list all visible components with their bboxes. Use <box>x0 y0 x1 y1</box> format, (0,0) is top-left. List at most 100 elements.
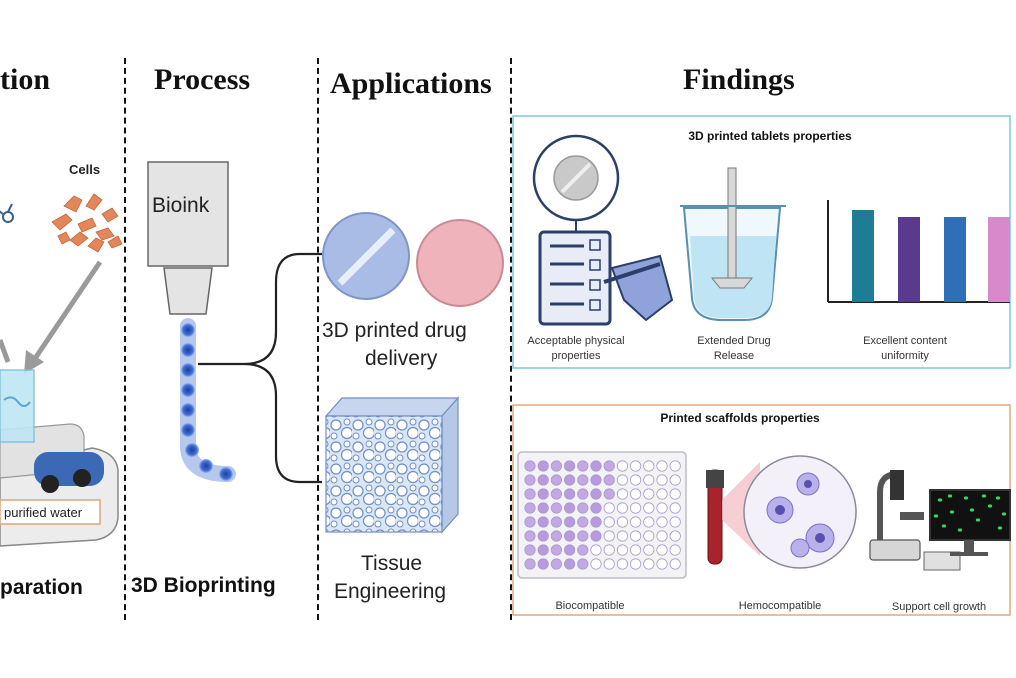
finding-uniformity-line1: Excellent content <box>863 335 947 347</box>
well <box>669 544 681 556</box>
header-process: Process <box>154 63 251 96</box>
well <box>603 502 615 514</box>
well <box>563 530 576 542</box>
well <box>669 474 681 486</box>
well <box>563 502 576 514</box>
well <box>577 474 589 486</box>
well <box>616 474 629 486</box>
well <box>563 516 576 528</box>
fluorescent-cell <box>969 508 975 512</box>
divider-1 <box>124 58 126 620</box>
well <box>537 502 549 514</box>
well <box>656 516 668 528</box>
well <box>590 558 602 570</box>
well <box>643 558 655 570</box>
finding-release-line1: Extended Drug <box>697 335 771 347</box>
fluorescent-cell <box>933 514 939 518</box>
finding-biocompatible: Biocompatible <box>555 600 625 612</box>
well <box>590 502 602 514</box>
fluorescent-cell <box>947 494 953 498</box>
drug-delivery-label-2: delivery <box>365 347 438 370</box>
header-applications: Applications <box>330 67 492 100</box>
well <box>643 530 655 542</box>
well <box>629 530 642 542</box>
fluorescent-cell <box>981 494 987 498</box>
water-label: purified water <box>4 505 83 520</box>
well <box>537 488 549 500</box>
finding-uniformity-line2: uniformity <box>881 350 929 362</box>
well <box>524 502 536 514</box>
well <box>550 558 563 570</box>
divider-3 <box>510 58 512 620</box>
well <box>537 558 549 570</box>
well <box>590 460 602 472</box>
microscope-icon <box>869 470 961 571</box>
well <box>603 516 615 528</box>
well <box>669 460 681 472</box>
blood-cells-icon <box>743 455 857 569</box>
well <box>656 460 668 472</box>
header-left-partial: tion <box>0 63 51 96</box>
well <box>563 488 576 500</box>
well <box>629 474 642 486</box>
fluorescent-cell <box>941 524 947 528</box>
well <box>603 474 615 486</box>
well <box>656 530 668 542</box>
bar-chart-icon <box>827 200 1010 303</box>
fluorescent-cell <box>995 496 1001 500</box>
well <box>563 474 576 486</box>
well <box>590 516 602 528</box>
well <box>643 502 655 514</box>
well <box>563 544 576 556</box>
well <box>577 502 589 514</box>
finding-physical-properties: Acceptable physical properties <box>510 334 642 364</box>
fluorescent-cell <box>957 528 963 532</box>
well <box>577 488 589 500</box>
well <box>590 474 602 486</box>
process-bottom-label: 3D Bioprinting <box>131 574 276 597</box>
monitor-icon <box>929 489 1011 556</box>
well <box>629 488 642 500</box>
well <box>643 488 655 500</box>
tablets-box-title: 3D printed tablets properties <box>688 129 852 143</box>
well <box>669 558 681 570</box>
fluorescent-cell <box>937 498 943 502</box>
header-findings: Findings <box>683 63 795 96</box>
well <box>524 516 536 528</box>
well <box>616 488 629 500</box>
well <box>629 558 642 570</box>
well <box>550 488 563 500</box>
well <box>669 516 681 528</box>
well <box>537 516 549 528</box>
beaker-hotplate-icon <box>0 369 119 547</box>
cells-icon <box>51 193 123 253</box>
finding-cell-growth: Support cell growth <box>891 601 987 613</box>
well <box>616 460 629 472</box>
finding-physical-line1: Acceptable physical <box>527 335 625 347</box>
well <box>656 558 668 570</box>
well <box>669 502 681 514</box>
well <box>550 530 563 542</box>
well <box>603 460 615 472</box>
well <box>629 544 642 556</box>
checklist-icon <box>532 134 674 326</box>
well <box>656 502 668 514</box>
arrow-icon <box>0 260 103 374</box>
well <box>643 460 655 472</box>
well <box>550 502 563 514</box>
left-bottom-label: paration <box>0 576 83 599</box>
well <box>577 558 589 570</box>
fluorescent-cell <box>963 496 969 500</box>
well <box>577 544 589 556</box>
well <box>669 530 681 542</box>
tablet-icon <box>322 212 504 307</box>
well <box>616 530 629 542</box>
well <box>656 474 668 486</box>
well <box>616 502 629 514</box>
bioprinter-nozzle-icon <box>147 161 229 315</box>
well <box>537 474 549 486</box>
well-plate-icon <box>517 451 687 579</box>
fluorescent-cell <box>1001 512 1007 516</box>
well <box>550 516 563 528</box>
